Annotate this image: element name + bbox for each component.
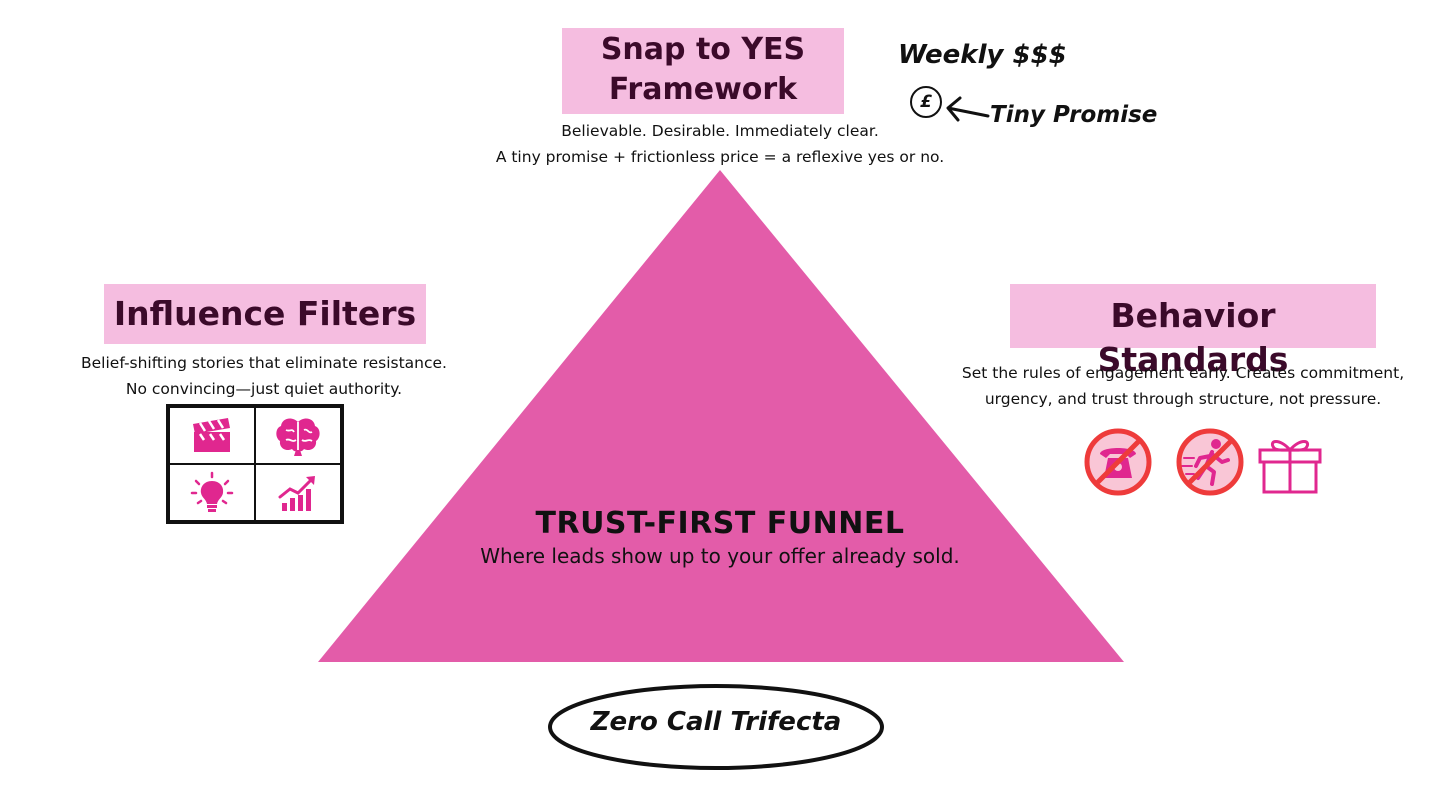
trifecta-oval <box>548 684 884 770</box>
arrow-left-icon <box>946 96 990 122</box>
no-running-icon <box>1176 428 1244 496</box>
left-description: Belief-shifting stories that eliminate r… <box>50 350 478 402</box>
right-description: Set the rules of engagement early. Creat… <box>950 360 1416 412</box>
snap-to-yes-title: Snap to YES Framework <box>562 30 844 110</box>
grid-cell <box>255 464 341 521</box>
lightbulb-icon <box>190 471 234 512</box>
gift-icon <box>1258 440 1322 494</box>
behavior-icons <box>1084 428 1322 496</box>
trust-first-funnel-title: TRUST-FIRST FUNNEL <box>535 506 905 541</box>
clapperboard-icon <box>193 417 230 452</box>
top-desc-line1: Believable. Desirable. Immediately clear… <box>561 122 879 140</box>
influence-filters-title: Influence Filters <box>113 294 417 333</box>
brain-icon <box>276 418 320 456</box>
note-tiny-promise: Tiny Promise <box>990 102 1158 128</box>
note-weekly: Weekly $$$ <box>898 40 1067 70</box>
behavior-standards-title: Behavior Standards <box>1097 296 1289 379</box>
influence-icon-grid <box>166 404 344 524</box>
growth-chart-icon <box>278 475 315 511</box>
left-desc-line2: No convincing—just quiet authority. <box>125 380 403 398</box>
top-desc-line2: A tiny promise + frictionless price = a … <box>495 148 945 166</box>
top-description: Believable. Desirable. Immediately clear… <box>430 118 1010 170</box>
grid-cell <box>169 464 255 521</box>
no-phone-icon <box>1084 428 1152 496</box>
zero-call-trifecta-label: Zero Call Trifecta <box>590 707 842 737</box>
grid-cell <box>255 407 341 464</box>
right-title-highlight <box>1010 284 1376 348</box>
pound-circle-icon: £ <box>910 86 942 118</box>
top-title-highlight <box>562 28 844 114</box>
right-desc-line1: Set the rules of engagement early. Creat… <box>961 364 1405 382</box>
grid-cell <box>169 407 255 464</box>
top-title-line2: Framework <box>608 72 798 107</box>
right-desc-line2: urgency, and trust through structure, no… <box>984 390 1382 408</box>
trust-first-funnel-subtitle: Where leads show up to your offer alread… <box>480 544 960 568</box>
top-title-line1: Snap to YES <box>600 32 806 67</box>
left-desc-line1: Belief-shifting stories that eliminate r… <box>81 354 447 372</box>
left-title-highlight <box>104 284 426 344</box>
